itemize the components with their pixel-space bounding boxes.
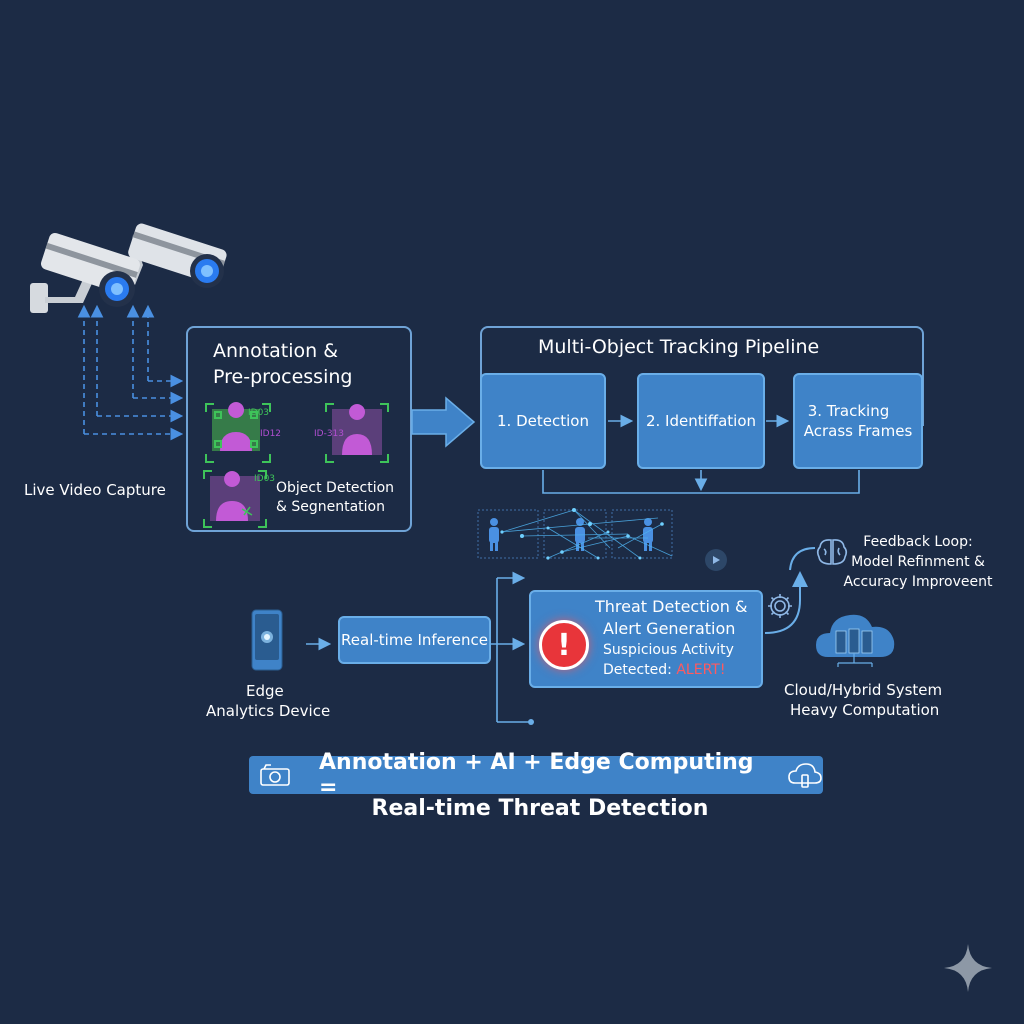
annotated-frame-1 xyxy=(205,402,271,463)
pipeline-step-identification[interactable]: 2. Identiffation xyxy=(637,373,765,469)
gear-icon xyxy=(768,594,792,618)
edge-device-label-line1: Edge xyxy=(246,682,284,700)
annotation-caption-line1: Object Detection xyxy=(276,480,395,496)
brain-icon xyxy=(816,539,848,565)
pipeline-title: Multi-Object Tracking Pipeline xyxy=(538,336,820,358)
annotation-tag-1: ID03 xyxy=(248,408,270,418)
play-icon xyxy=(713,556,720,564)
pipeline-step-label-2: Acrass Frames xyxy=(803,422,913,440)
feedback-line2: Model Refinment & xyxy=(851,554,985,570)
person-segmentation-icon xyxy=(203,470,267,528)
play-button[interactable] xyxy=(705,549,727,571)
annotation-title-line2: Pre-processing xyxy=(213,366,353,388)
pipeline-step-label: 2. Identiffation xyxy=(645,412,757,430)
threat-title-line2: Alert Generation xyxy=(603,619,736,638)
annotation-tag-3: ID-313 xyxy=(314,429,345,439)
camera-icon xyxy=(30,223,227,313)
alert-icon: ! xyxy=(539,620,589,670)
realtime-inference-label: Real-time Inference xyxy=(341,631,488,649)
feedback-line1: Feedback Loop: xyxy=(863,534,973,550)
annotated-frame-3 xyxy=(203,470,267,528)
cloud-icon xyxy=(788,763,822,788)
annotation-panel: Annotation & Pre-processing ID03 ID12 xyxy=(186,326,412,532)
realtime-inference-box[interactable]: Real-time Inference xyxy=(338,616,491,664)
annotation-caption-line2: & Segnentation xyxy=(276,499,385,515)
camera-icon xyxy=(260,764,290,786)
banner-result: Real-time Threat Detection xyxy=(371,796,709,821)
sparkle-icon xyxy=(944,944,992,992)
banner-equation: Annotation + AI + Edge Computing = xyxy=(319,750,754,800)
annotation-title-line1: Annotation & xyxy=(213,340,339,362)
pipeline-step-detection[interactable]: 1. Detection xyxy=(480,373,606,469)
threat-detection-box[interactable]: ! Threat Detection & Alert Generation Su… xyxy=(529,590,763,688)
flow-arrow-icon xyxy=(411,396,476,448)
pipeline-step-label: 1. Detection xyxy=(497,412,589,430)
cloud-label-line1: Cloud/Hybrid System xyxy=(784,681,943,699)
annotation-tag-4: ID03 xyxy=(254,474,276,484)
phone-icon xyxy=(251,609,283,671)
pipeline-step-tracking[interactable]: 3. Tracking Acrass Frames xyxy=(793,373,923,469)
threat-title-line1: Threat Detection & xyxy=(595,597,748,616)
cloud-server-icon xyxy=(816,614,895,667)
feedback-line3: Accuracy Improveent xyxy=(843,574,993,590)
edge-device-label-line2: Analytics Device xyxy=(206,702,331,720)
cloud-label-line2: Heavy Computation xyxy=(790,701,940,719)
edge-device xyxy=(251,609,283,671)
pipeline-step-label: 3. Tracking xyxy=(807,402,890,420)
person-bounding-box-icon xyxy=(205,402,271,463)
live-video-capture-label: Live Video Capture xyxy=(24,481,166,499)
annotated-frame-2 xyxy=(325,403,389,463)
alert-status-badge: ALERT! xyxy=(676,662,726,678)
threat-body-prefix: Detected: xyxy=(603,662,677,678)
summary-banner: Annotation + AI + Edge Computing = xyxy=(249,750,823,800)
person-bounding-box-icon xyxy=(325,403,389,463)
threat-body-line1: Suspicious Activity xyxy=(603,642,734,658)
feedback-loop-label: Feedback Loop: Model Refinment & Accurac… xyxy=(838,532,998,592)
security-cameras xyxy=(25,205,240,320)
tracking-network-graph xyxy=(477,508,673,560)
annotation-tag-2: ID12 xyxy=(260,429,282,439)
